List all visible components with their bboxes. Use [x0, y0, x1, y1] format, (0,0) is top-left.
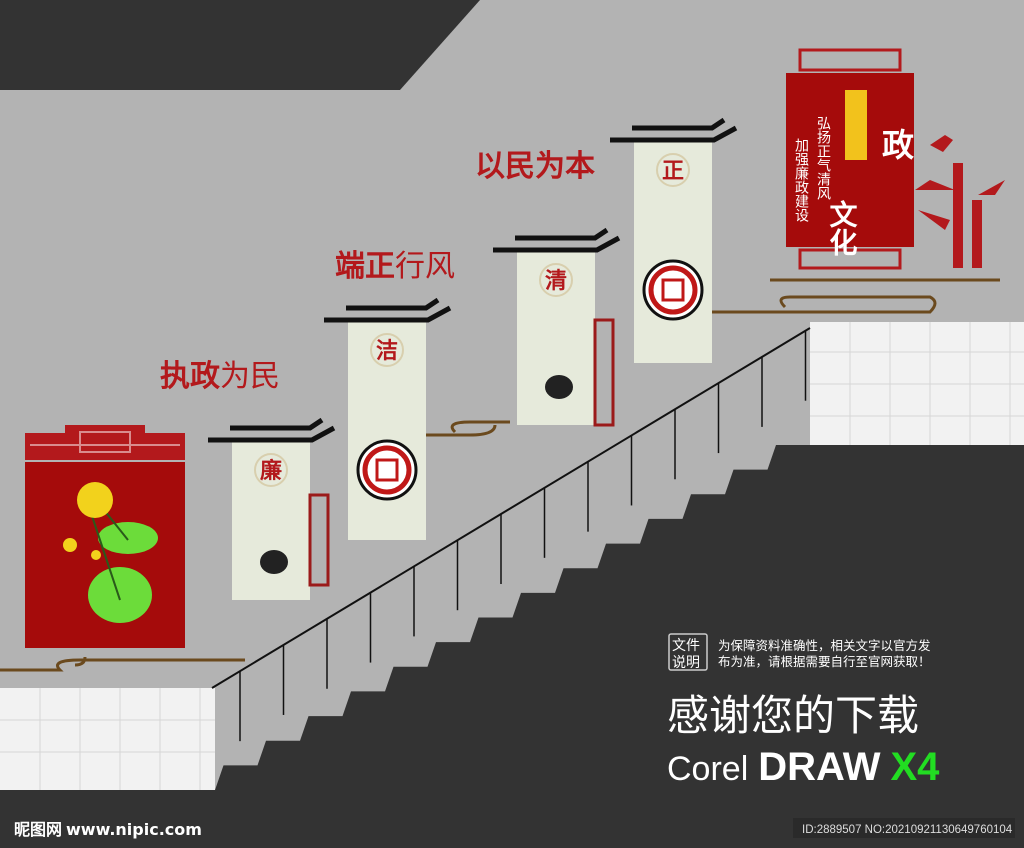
panel-character: 正: [662, 158, 684, 184]
panel-character: 洁: [376, 338, 398, 364]
scroll-panel-2: 洁: [324, 297, 452, 540]
ink-lotus-icon: [260, 550, 288, 574]
notice-badge-2: 说明: [672, 655, 700, 671]
scroll-panel-1: 廉: [208, 417, 336, 600]
staircase: [215, 445, 1024, 790]
lotus-flower: [77, 482, 113, 518]
banner-line-1: 弘扬正气清风: [815, 116, 831, 201]
slogan-2: 端正行风: [335, 249, 455, 284]
slogan-3: 以民为本: [475, 149, 595, 184]
notice-text-2: 布为准，请根据需要自行至官网获取！: [718, 654, 931, 669]
handrail: [211, 327, 811, 689]
id-line: ID:2889507 NO:20210921130649760104: [802, 824, 1013, 836]
notice-badge-1: 文件: [672, 638, 700, 654]
stair-steps: [215, 445, 1024, 790]
slogan-1: 执政为民: [160, 359, 280, 394]
cloud-scroll-decoration: [0, 278, 1000, 672]
ink-lotus-icon: [545, 375, 573, 399]
banner-title-bottom: 文化: [826, 199, 859, 256]
lattice-screen: [308, 493, 330, 587]
ceiling-shadow: [0, 0, 480, 90]
scroll-panel-4: 正: [610, 117, 738, 363]
panel-character: 廉: [260, 458, 282, 484]
lotus-panel: [25, 425, 185, 648]
bamboo-icon: [915, 135, 1005, 268]
panel-character: 清: [545, 268, 567, 294]
eave-roof: [493, 227, 621, 253]
banner-line-2: 加强廉政建设: [793, 138, 809, 222]
integrity-culture-banner: 政 文化 弘扬正气清风 加强廉政建设: [786, 48, 914, 270]
eave-roof: [610, 117, 738, 143]
file-notice: 文件 说明 为保障资料准确性，相关文字以官方发 布为准，请根据需要自行至官网获取…: [668, 633, 931, 671]
banner-title-top: 政: [882, 126, 914, 164]
tile-wall-left: [0, 688, 215, 790]
bird-icon: [930, 135, 953, 152]
thanks-heading: 感谢您的下载: [667, 691, 919, 740]
lotus-leaf: [88, 567, 152, 623]
eave-roof: [208, 417, 336, 443]
stair-railing: [211, 327, 811, 742]
tile-wall-right: [810, 322, 1024, 446]
notice-text-1: 为保障资料准确性，相关文字以官方发: [718, 638, 931, 653]
scroll-panel-3: 清: [493, 227, 621, 427]
lian-emblem-icon: [845, 90, 867, 160]
eave-roof: [324, 297, 452, 323]
lattice-screen: [593, 318, 615, 427]
